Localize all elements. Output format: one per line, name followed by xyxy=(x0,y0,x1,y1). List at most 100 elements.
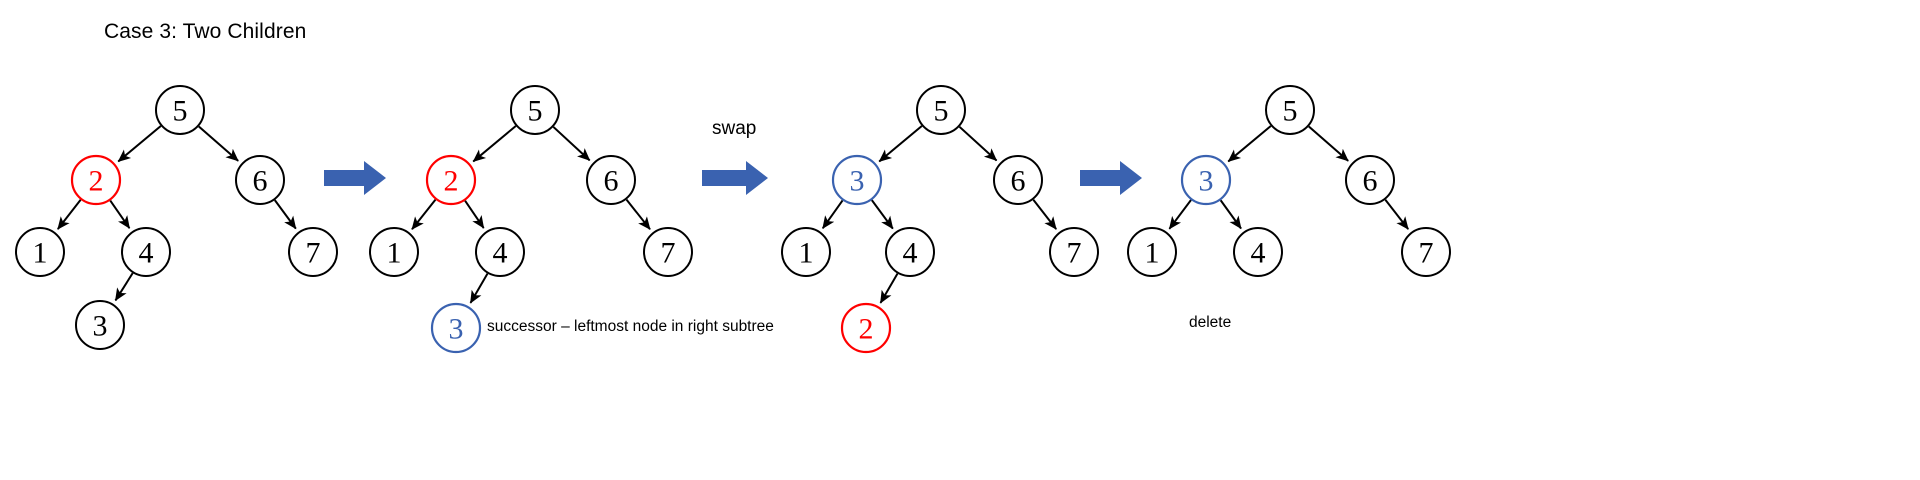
node-circle xyxy=(643,227,693,277)
node-label: 1 xyxy=(387,237,402,270)
tree-edge xyxy=(1032,199,1057,230)
node-label: 2 xyxy=(859,313,874,346)
tree-node-1: 1 xyxy=(369,227,419,277)
tree-node-4: 4 xyxy=(475,227,525,277)
node-circle xyxy=(1180,154,1232,206)
tree-edge xyxy=(472,125,517,163)
node-circle xyxy=(885,227,935,277)
node-label: 6 xyxy=(1363,165,1378,198)
node-label: 5 xyxy=(934,95,949,128)
tree-edge xyxy=(57,199,82,230)
tree-node-7: 7 xyxy=(643,227,693,277)
node-circle xyxy=(155,85,205,135)
tree-edge xyxy=(1168,199,1192,230)
tree-edge xyxy=(1384,199,1409,230)
tree-node-6: 6 xyxy=(586,155,636,205)
step-arrows xyxy=(324,161,1142,195)
node-circle xyxy=(75,300,125,350)
tree-edge xyxy=(821,199,844,229)
node-label: 7 xyxy=(1067,237,1082,270)
tree-node-5: 5 xyxy=(155,85,205,135)
node-circle xyxy=(510,85,560,135)
swap-label: swap xyxy=(712,118,757,139)
tree-node-4: 4 xyxy=(885,227,935,277)
node-circle xyxy=(369,227,419,277)
delete-label: delete xyxy=(1189,314,1232,331)
node-circle xyxy=(1127,227,1177,277)
tree-edge xyxy=(117,125,162,163)
tree-node-7: 7 xyxy=(1049,227,1099,277)
node-circle xyxy=(993,155,1043,205)
node-label: 4 xyxy=(493,237,508,270)
node-circle xyxy=(840,302,892,354)
tree-edge xyxy=(411,198,437,230)
tree-edge xyxy=(871,199,894,230)
node-circle xyxy=(916,85,966,135)
node-circle xyxy=(70,154,122,206)
node-label: 3 xyxy=(93,310,108,343)
node-label: 6 xyxy=(253,165,268,198)
tree-edge xyxy=(625,198,651,230)
node-circle xyxy=(1233,227,1283,277)
node-circle xyxy=(121,227,171,277)
node-label: 1 xyxy=(799,237,814,270)
tree-node-7: 7 xyxy=(1401,227,1451,277)
node-label: 3 xyxy=(1199,165,1214,198)
tree-node-1: 1 xyxy=(1127,227,1177,277)
tree-edge xyxy=(274,199,297,230)
tree-node-3: 3 xyxy=(430,302,482,354)
tree-node-4: 4 xyxy=(121,227,171,277)
tree-edge xyxy=(114,272,134,302)
node-label: 7 xyxy=(661,237,676,270)
tree-node-5: 5 xyxy=(916,85,966,135)
tree-edge xyxy=(198,125,239,162)
node-circle xyxy=(288,227,338,277)
tree-node-6: 6 xyxy=(993,155,1043,205)
tree-node-6: 6 xyxy=(235,155,285,205)
tree-edge xyxy=(879,273,899,304)
node-label: 5 xyxy=(528,95,543,128)
node-circle xyxy=(1265,85,1315,135)
node-circle xyxy=(1049,227,1099,277)
arrow-1-icon xyxy=(324,161,386,195)
node-label: 4 xyxy=(903,237,918,270)
node-circle xyxy=(781,227,831,277)
tree-node-3: 3 xyxy=(1180,154,1232,206)
tree-node-5: 5 xyxy=(510,85,560,135)
node-circle xyxy=(1401,227,1451,277)
node-label: 1 xyxy=(1145,237,1160,270)
tree-edge xyxy=(1227,125,1272,163)
tree-node-3: 3 xyxy=(831,154,883,206)
tree-edge xyxy=(958,126,998,162)
node-label: 7 xyxy=(1419,237,1434,270)
node-label: 2 xyxy=(89,165,104,198)
tree-node-6: 6 xyxy=(1345,155,1395,205)
tree-node-4: 4 xyxy=(1233,227,1283,277)
node-circle xyxy=(15,227,65,277)
node-label: 4 xyxy=(1251,237,1266,270)
tree-node-7: 7 xyxy=(288,227,338,277)
node-circle xyxy=(425,154,477,206)
tree-edge xyxy=(109,199,131,229)
node-label: 3 xyxy=(850,165,865,198)
node-label: 1 xyxy=(33,237,48,270)
tree-node-3: 3 xyxy=(75,300,125,350)
tree-edge xyxy=(464,200,485,229)
node-label: 4 xyxy=(139,237,154,270)
tree-node-1: 1 xyxy=(781,227,831,277)
node-circle xyxy=(235,155,285,205)
node-label: 5 xyxy=(173,95,188,128)
node-circle xyxy=(831,154,883,206)
tree-edge xyxy=(552,126,591,162)
tree-node-5: 5 xyxy=(1265,85,1315,135)
node-label: 5 xyxy=(1283,95,1298,128)
tree-node-2: 2 xyxy=(70,154,122,206)
node-label: 6 xyxy=(604,165,619,198)
arrow-3-icon xyxy=(1080,161,1142,195)
tree-edge xyxy=(878,125,923,163)
successor-note: successor – leftmost node in right subtr… xyxy=(487,318,774,335)
node-label: 7 xyxy=(306,237,321,270)
